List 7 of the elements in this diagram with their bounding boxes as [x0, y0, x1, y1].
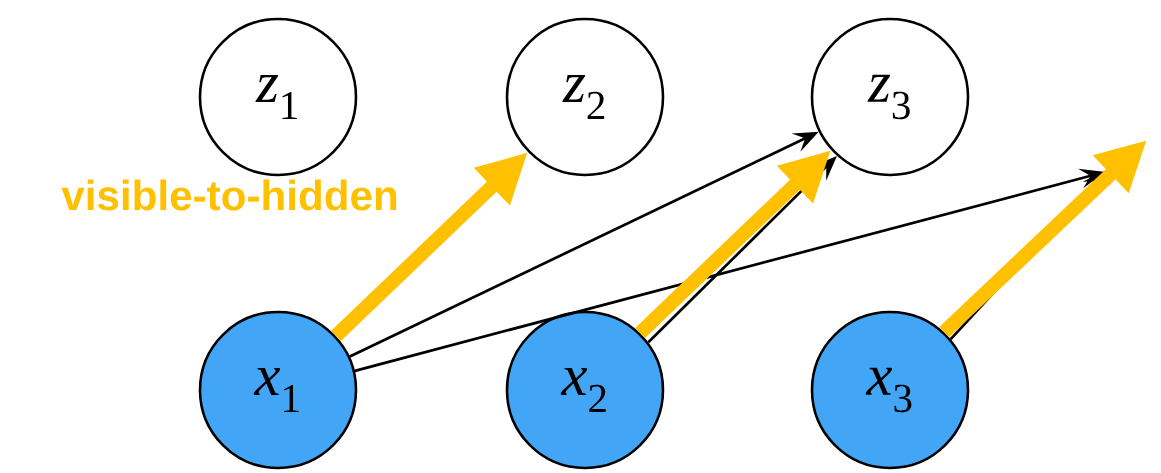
circle-node: z$_{3}$ — [810, 17, 970, 177]
circle-node: x$_{1}$ — [198, 310, 358, 470]
circle-node: z$_{1}$ — [198, 17, 358, 177]
circle-node: x$_{3}$ — [810, 310, 970, 470]
annotation-label: visible-to-hidden — [61, 179, 397, 211]
circle-node: x$_{2}$ — [505, 310, 665, 470]
circle-node: z$_{2}$ — [505, 17, 665, 177]
